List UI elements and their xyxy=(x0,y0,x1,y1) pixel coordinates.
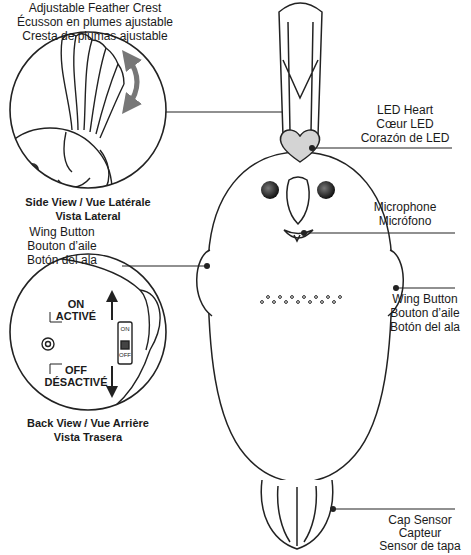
part-label: Bouton d’aile xyxy=(27,240,96,253)
part-label: Écusson en plumes ajustable xyxy=(17,16,173,29)
side-view-inset xyxy=(0,32,166,252)
speaker-hole xyxy=(261,301,264,304)
bird-toy xyxy=(197,3,404,549)
switch-marking: OFF xyxy=(119,352,131,359)
speaker-hole xyxy=(309,301,312,304)
speaker-hole xyxy=(285,301,288,304)
speaker-hole xyxy=(273,301,276,304)
part-label: Cresta de plumas ajustable xyxy=(22,30,167,43)
switch-label: DÉSACTIVÉ xyxy=(45,376,108,388)
part-label: Micrófono xyxy=(379,215,432,228)
part-label: Corazón de LED xyxy=(361,132,450,145)
speaker-hole xyxy=(315,296,318,299)
speaker-hole xyxy=(321,301,324,304)
back-view-inset xyxy=(0,254,166,430)
speaker-hole xyxy=(303,296,306,299)
part-label: Bouton d’aile xyxy=(390,307,459,320)
part-label: Wing Button xyxy=(29,226,94,239)
part-label: Wing Button xyxy=(392,293,457,306)
leader-line xyxy=(166,111,294,112)
part-label: Cœur LED xyxy=(376,118,433,131)
part-label: Cap Sensor xyxy=(388,514,451,527)
speaker-hole xyxy=(297,301,300,304)
leader-dots xyxy=(204,145,399,512)
part-label: Adjustable Feather Crest xyxy=(29,2,162,15)
view-title: Vista Lateral xyxy=(55,210,120,222)
view-title: Vista Trasera xyxy=(54,431,122,443)
speaker-hole xyxy=(339,296,342,299)
switch-label: ACTIVÉ xyxy=(56,310,96,322)
speaker-hole xyxy=(327,296,330,299)
part-label: Capteur xyxy=(399,527,442,540)
speaker-hole xyxy=(279,296,282,299)
part-label: Botón del ala xyxy=(27,254,97,267)
part-label: Botón del ala xyxy=(390,321,460,334)
part-label: Microphone xyxy=(374,201,437,214)
view-title: Side View / Vue Latérale xyxy=(25,196,150,208)
view-title: Back View / Vue Arrière xyxy=(27,417,149,429)
part-label: Sensor de tapa xyxy=(379,540,460,553)
switch-label: ON xyxy=(68,298,85,310)
switch-label: OFF xyxy=(65,364,87,376)
speaker-hole xyxy=(267,296,270,299)
switch-marking: ON xyxy=(121,326,130,333)
part-label: LED Heart xyxy=(377,104,433,117)
speaker-hole xyxy=(291,296,294,299)
speaker-hole xyxy=(333,301,336,304)
